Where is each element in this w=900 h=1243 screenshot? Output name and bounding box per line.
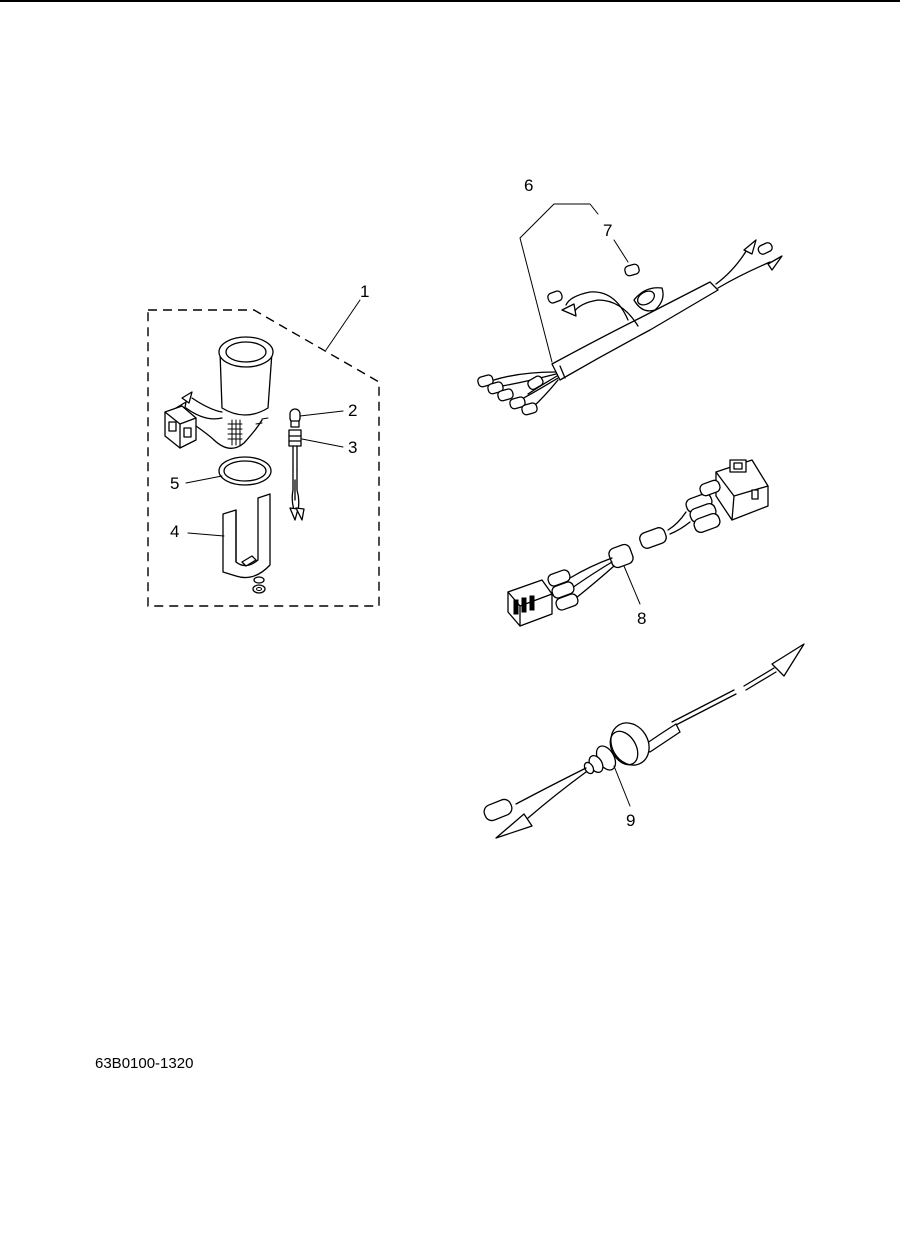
callout-9: 9: [626, 811, 635, 830]
callout-1: 1: [360, 282, 369, 301]
callout-5: 5: [170, 474, 179, 493]
leader-line-4: [187, 532, 225, 537]
socket-lead-drawing: [288, 429, 305, 521]
callout-3: 3: [348, 438, 357, 457]
leader-line-6: [519, 203, 599, 363]
o-ring-drawing: [218, 456, 272, 486]
gauge-body-drawing: [164, 336, 274, 449]
bulb-drawing: [289, 408, 301, 428]
callout-7: 7: [603, 221, 612, 240]
callout-4: 4: [170, 522, 179, 541]
leader-line-1: [325, 299, 361, 351]
leader-line-9: [613, 765, 631, 807]
extension-harness-group: 8: [507, 459, 769, 628]
bracket-drawing: [222, 493, 271, 594]
catalog-code-label: 63B0100-1320: [95, 1055, 193, 1072]
leader-line-8: [623, 565, 641, 605]
lead-wire-group: 9: [483, 643, 805, 839]
wire-harness-group: 6 7: [477, 176, 783, 416]
leader-line-7: [613, 239, 629, 263]
callout-6: 6: [524, 176, 533, 195]
callout-8: 8: [637, 609, 646, 628]
leader-line-2: [299, 410, 344, 417]
kit-dashed-frame: [147, 309, 380, 607]
leader-line-3: [301, 438, 344, 448]
gauge-kit-group: 1 2 3 5 4: [147, 282, 380, 607]
callout-2: 2: [348, 401, 357, 420]
leader-line-5: [185, 475, 223, 484]
